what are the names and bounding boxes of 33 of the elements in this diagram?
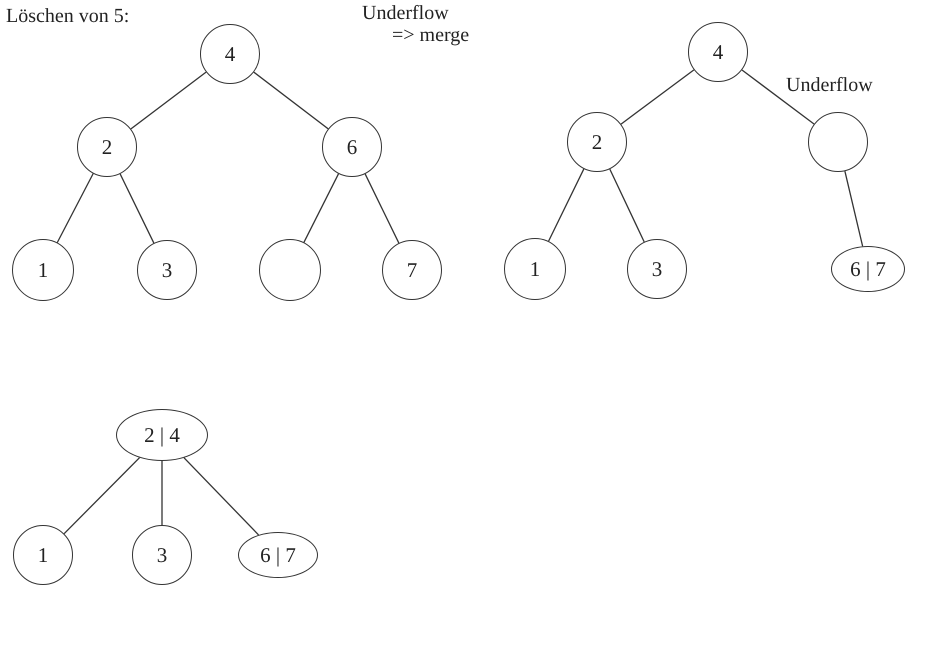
tree-edge: [364, 174, 400, 244]
node-key: 6 | 7: [260, 542, 296, 568]
node-key: 3: [652, 256, 662, 282]
node-key: 1: [38, 258, 48, 282]
node-key: 3: [162, 258, 172, 282]
note-text: Underflow: [786, 74, 873, 97]
node-key: 4: [712, 40, 724, 64]
tree-edge: [56, 173, 94, 243]
tree-edge: [844, 171, 864, 246]
tree-edge: [161, 461, 163, 525]
tree-edge: [548, 168, 584, 242]
tree-edge: [253, 72, 329, 130]
note-text: Löschen von 5:: [6, 5, 130, 28]
note-text: => merge: [392, 24, 470, 47]
tree-edge: [130, 72, 206, 130]
tree-edge: [184, 457, 260, 536]
tree-edge: [742, 69, 814, 125]
node-key: 7: [406, 258, 418, 282]
node-key: 2: [592, 130, 602, 154]
node-key: 1: [38, 542, 48, 568]
node-key: 1: [530, 256, 540, 282]
tree-edge: [620, 69, 694, 125]
node-key: 6: [346, 134, 358, 160]
tree-edge: [64, 457, 140, 534]
node-key: 6 | 7: [850, 256, 886, 282]
note-text: Underflow: [362, 2, 449, 25]
tree-edge: [120, 174, 154, 244]
tree-edge: [609, 168, 645, 242]
node-key: 2: [102, 134, 112, 160]
node-key: 2 | 4: [144, 422, 180, 448]
node-key: 3: [156, 542, 168, 568]
node-key: 4: [224, 42, 236, 66]
tree-edge: [303, 174, 340, 243]
